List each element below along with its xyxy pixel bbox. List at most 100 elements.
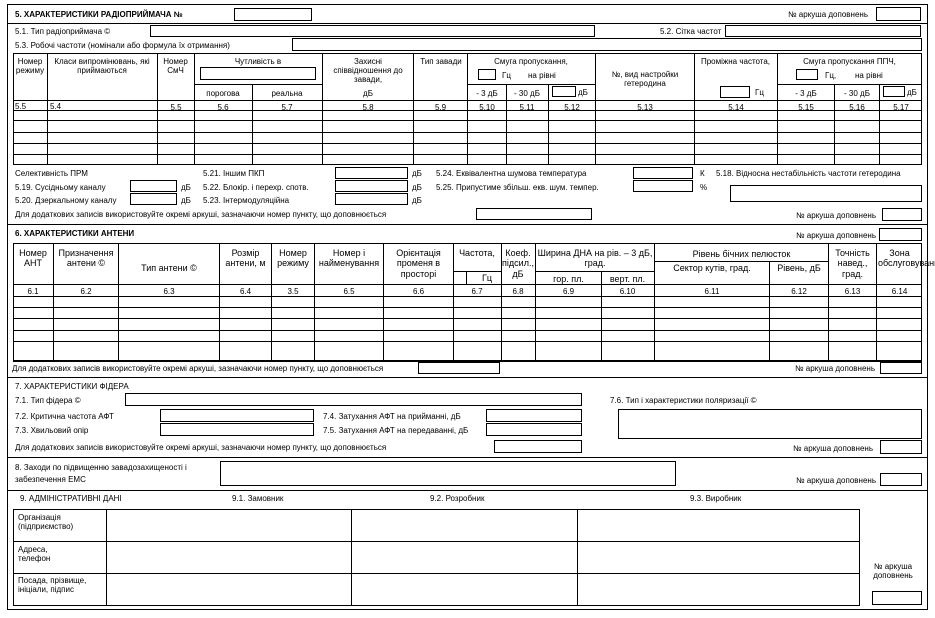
if-hz-field[interactable] [720, 86, 750, 98]
sec8-sheet-field[interactable] [880, 473, 922, 486]
other-pkp-field[interactable] [335, 167, 408, 179]
band-db-field[interactable] [552, 86, 576, 97]
pct-unit: % [700, 183, 708, 192]
h-m30: - 30 дБ [514, 89, 540, 98]
sec7-sheet-field[interactable] [880, 440, 922, 454]
a-col-num: 6.11 [704, 287, 720, 296]
col-num: 5.9 [434, 103, 447, 112]
sec6-sheet-field-2[interactable] [880, 362, 922, 374]
a-h-side: Рівень бічних пелюсток [692, 249, 791, 259]
ifband-hz-field[interactable] [796, 69, 818, 80]
band-hz-field[interactable] [478, 69, 496, 80]
f74-label: 7.4. Затухання АФТ на прийманні, дБ [323, 412, 461, 421]
sec5-sheet-field-2[interactable] [882, 208, 922, 221]
h-mode: Номер режиму [15, 57, 45, 76]
sec8-title-2: забезпечення ЕМС [15, 475, 86, 484]
f525-label: 5.25. Припустиме збільш. екв. шум. темпе… [436, 183, 599, 192]
critical-freq-field[interactable] [160, 409, 314, 422]
image-channel-field[interactable] [130, 193, 177, 205]
a-h-type: Тип антени © [141, 263, 197, 273]
ifband-db-field[interactable] [883, 86, 905, 97]
noise-increase-field[interactable] [633, 180, 693, 192]
k-unit: К [700, 169, 705, 178]
a-h-mode: Номер режиму [277, 248, 309, 269]
h-protect: Захисні співвідношення до завади, [333, 57, 403, 85]
h-m3: - 3 дБ [476, 89, 498, 98]
f72-label: 7.2. Критична частота АФТ [15, 412, 114, 421]
sec5-title: 5. ХАРАКТЕРИСТИКИ РАДІОПРИЙМАЧА № [15, 10, 183, 19]
adjacent-channel-field[interactable] [130, 180, 177, 192]
a-h-freq-hz: Гц [482, 273, 493, 283]
operating-freq-field[interactable] [292, 38, 922, 51]
sec9-manufacturer: 9.3. Виробник [690, 494, 742, 503]
a-col-num: 6.3 [163, 287, 175, 296]
admin-table [13, 509, 860, 606]
f522-label: 5.22. Блокір. і перехр. спотв. [203, 183, 309, 192]
feeder-type-field[interactable] [125, 393, 582, 406]
a-col-num: 6.13 [844, 287, 861, 296]
a-col-num: 6.10 [619, 287, 636, 296]
col-num: 5.17 [893, 103, 909, 112]
h-protect-db: дБ [363, 89, 373, 98]
a-h-vert: верт. пл. [609, 274, 646, 284]
tx-attenuation-field[interactable] [486, 423, 582, 436]
sec5-extra-field[interactable] [476, 208, 592, 220]
a-col-num: 6.7 [471, 287, 483, 296]
col-num: 5.10 [479, 103, 495, 112]
sec8-title-1: 8. Заходи по підвищенню завадозахищеност… [15, 463, 187, 472]
a-col-num: 6.12 [791, 287, 807, 296]
admin-row-address: Адреса, телефон [18, 545, 51, 564]
col-num: 5.13 [637, 103, 653, 112]
receiver-type-field[interactable] [150, 25, 595, 37]
f75-label: 7.5. Затухання АФТ на передаванні, дБ [323, 426, 469, 435]
noise-temp-field[interactable] [633, 167, 693, 179]
wave-impedance-field[interactable] [160, 423, 314, 436]
admin-row-org: Організація (підприємство) [18, 513, 74, 532]
a-col-num: 6.14 [891, 287, 908, 296]
col-num: 5.12 [564, 103, 580, 112]
sec9-developer: 9.2. Розробник [430, 494, 485, 503]
receiver-number-field[interactable] [234, 8, 312, 21]
sec6-sheet-label: № аркуша доповнень [796, 231, 876, 240]
a-h-level: Рівень, дБ [777, 263, 821, 273]
db-unit: дБ [181, 196, 191, 205]
polarization-field[interactable] [618, 409, 922, 439]
emc-measures-field[interactable] [220, 461, 676, 486]
h-classes: Класи випромінювань, які приймаються [54, 57, 150, 76]
a-h-freq: Частота, [459, 248, 495, 258]
sec6-sheet-field[interactable] [879, 228, 922, 241]
a-col-num: 6.4 [239, 287, 252, 296]
col-num: 5.5 [170, 103, 182, 112]
f520-label: 5.20. Дзеркальному каналу [15, 196, 117, 205]
a-col-num: 3.5 [287, 287, 299, 296]
sec6-sheet-label-2: № аркуша доповнень [795, 364, 875, 373]
blocking-field[interactable] [335, 180, 408, 192]
h-itype: Тип завади [420, 57, 462, 66]
intermod-field[interactable] [335, 193, 408, 205]
rx-attenuation-field[interactable] [486, 409, 582, 422]
sens-unit-field[interactable] [200, 67, 316, 80]
col-num: 5.5 [15, 102, 27, 111]
sec6-extra-field[interactable] [418, 362, 500, 374]
h-tune: №, вид настройки гетеродина [611, 70, 679, 89]
sec7-extra-field[interactable] [494, 440, 582, 453]
h-if-db: дБ [907, 88, 917, 97]
col-num: 5.15 [798, 103, 814, 112]
admin-row-position: Посада, прізвище, ініціали, підпис [18, 576, 87, 595]
sec9-sheet-field[interactable] [872, 591, 922, 605]
h-if-m30: - 30 дБ [844, 89, 870, 98]
selectivity-label: Селективність ПРМ [15, 169, 88, 178]
freq-grid-field[interactable] [725, 25, 921, 37]
sec5-sheet-label-2: № аркуша доповнень [796, 211, 876, 220]
db-unit: дБ [412, 196, 422, 205]
a-h-hor: гор. пл. [553, 274, 584, 284]
lo-instability-field[interactable] [730, 185, 922, 202]
sec5-sheet-field[interactable] [876, 7, 921, 21]
a-col-num: 6.6 [412, 287, 425, 296]
h-threshold: порогова [206, 89, 240, 98]
f521-label: 5.21. Іншим ПКП [203, 169, 265, 178]
f523-label: 5.23. Інтермодуляційна [203, 196, 290, 205]
db-unit: дБ [412, 169, 422, 178]
f519-label: 5.19. Сусідньому каналу [15, 183, 106, 192]
a-h-size: Розмір антени, м [225, 248, 266, 269]
